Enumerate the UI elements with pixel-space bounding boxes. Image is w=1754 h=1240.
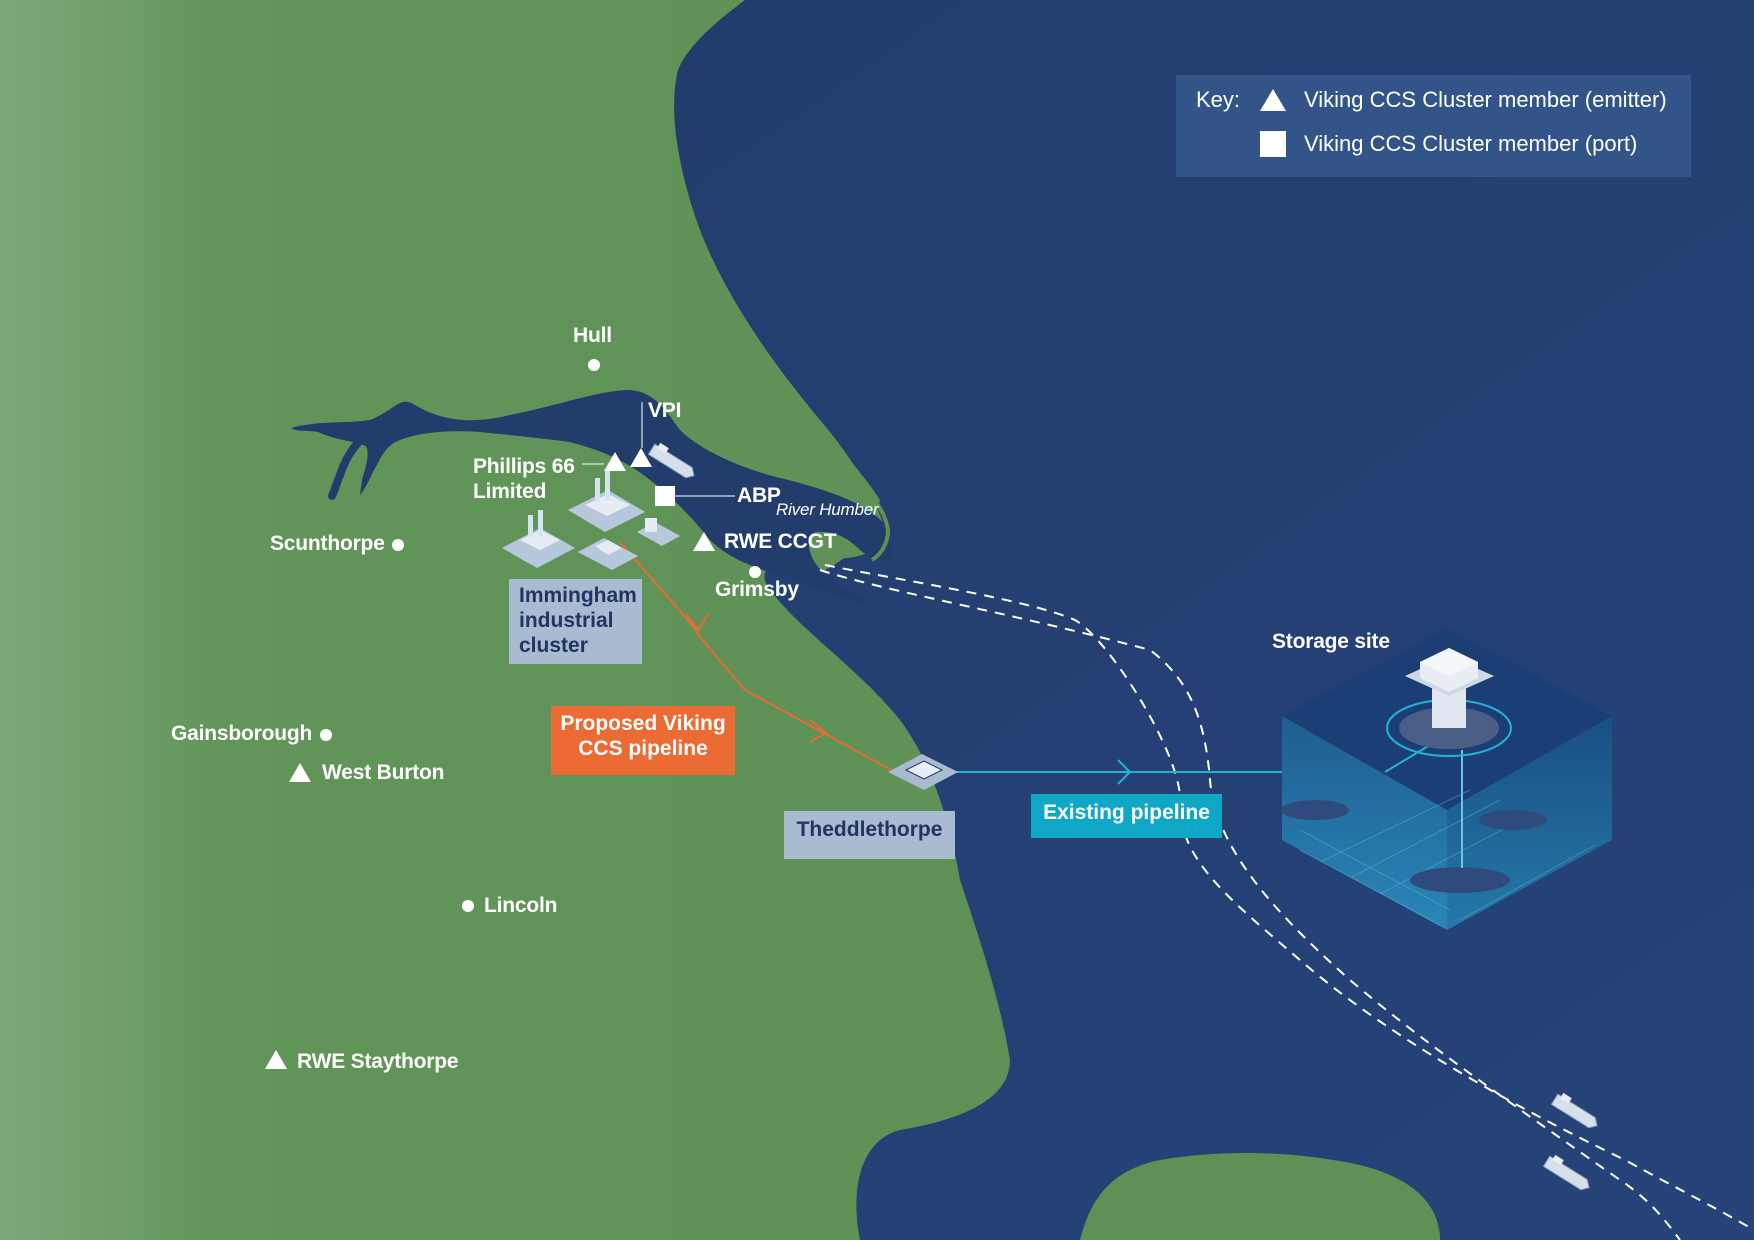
- shipping-lane-1: [824, 564, 1754, 1231]
- member-label-west-burton: West Burton: [322, 761, 445, 784]
- key-emitter-label: Viking CCS Cluster member (emitter): [1304, 87, 1667, 112]
- dot-icon: [588, 359, 600, 371]
- existing-pipeline-box: Existing pipeline: [1031, 794, 1222, 838]
- river-tributary: [328, 426, 379, 500]
- spurn-point: [843, 468, 891, 562]
- triangle-icon: [693, 532, 715, 551]
- immingham-cluster-box: Immingham industrial cluster: [509, 579, 642, 664]
- place-label-grimsby: Grimsby: [715, 578, 799, 601]
- key-port-label: Viking CCS Cluster member (port): [1304, 131, 1638, 156]
- place-label-lincoln: Lincoln: [484, 894, 558, 917]
- place-label-gainsborough: Gainsborough: [171, 722, 313, 745]
- storage-site-label: Storage site: [1272, 630, 1390, 653]
- shipping-lane-2: [819, 569, 1681, 1240]
- key-title: Key:: [1196, 87, 1241, 112]
- triangle-icon: [630, 448, 652, 467]
- member-label-phillips-2: Limited: [473, 480, 547, 503]
- proposed-pipeline-arrow-2: [809, 719, 828, 743]
- member-label-rwe-staythorpe: RWE Staythorpe: [297, 1050, 459, 1073]
- dot-icon: [462, 900, 474, 912]
- map-key: Key: Viking CCS Cluster member (emitter)…: [1176, 75, 1691, 177]
- factory-icon: [502, 470, 680, 570]
- triangle-icon: [289, 763, 311, 782]
- land-south: [1080, 1153, 1440, 1240]
- ship-icon: [647, 442, 695, 479]
- proposed-pipeline-arrow-1: [685, 613, 709, 632]
- dot-icon: [320, 729, 332, 741]
- storage-cube: [1281, 628, 1612, 930]
- ship-icon: [1550, 1092, 1598, 1129]
- member-label-rwe-ccgt: RWE CCGT: [724, 530, 837, 553]
- terminal-icon: [888, 754, 958, 790]
- member-label-phillips-1: Phillips 66: [473, 455, 575, 478]
- dot-icon: [392, 539, 404, 551]
- humber-mouth: [780, 478, 892, 561]
- member-label-abp: ABP: [737, 484, 781, 507]
- dot-icon: [749, 566, 761, 578]
- water-label-river-humber: River Humber: [776, 500, 879, 519]
- proposed-pipeline-line: [619, 541, 896, 773]
- land-body: [0, 0, 1010, 1240]
- humber-estuary: [291, 390, 882, 605]
- triangle-icon: [604, 452, 626, 471]
- theddlethorpe-box: Theddlethorpe: [784, 811, 955, 859]
- member-label-vpi: VPI: [648, 399, 682, 422]
- square-icon: [1260, 131, 1286, 157]
- triangle-icon: [1260, 89, 1286, 111]
- ship-icon: [1542, 1154, 1590, 1191]
- square-icon: [655, 486, 675, 506]
- triangle-icon: [265, 1050, 287, 1069]
- place-label-hull: Hull: [573, 324, 612, 347]
- existing-pipeline-arrow: [1117, 759, 1132, 785]
- proposed-pipeline-box: Proposed Viking CCS pipeline: [551, 706, 735, 775]
- place-label-scunthorpe: Scunthorpe: [270, 532, 385, 555]
